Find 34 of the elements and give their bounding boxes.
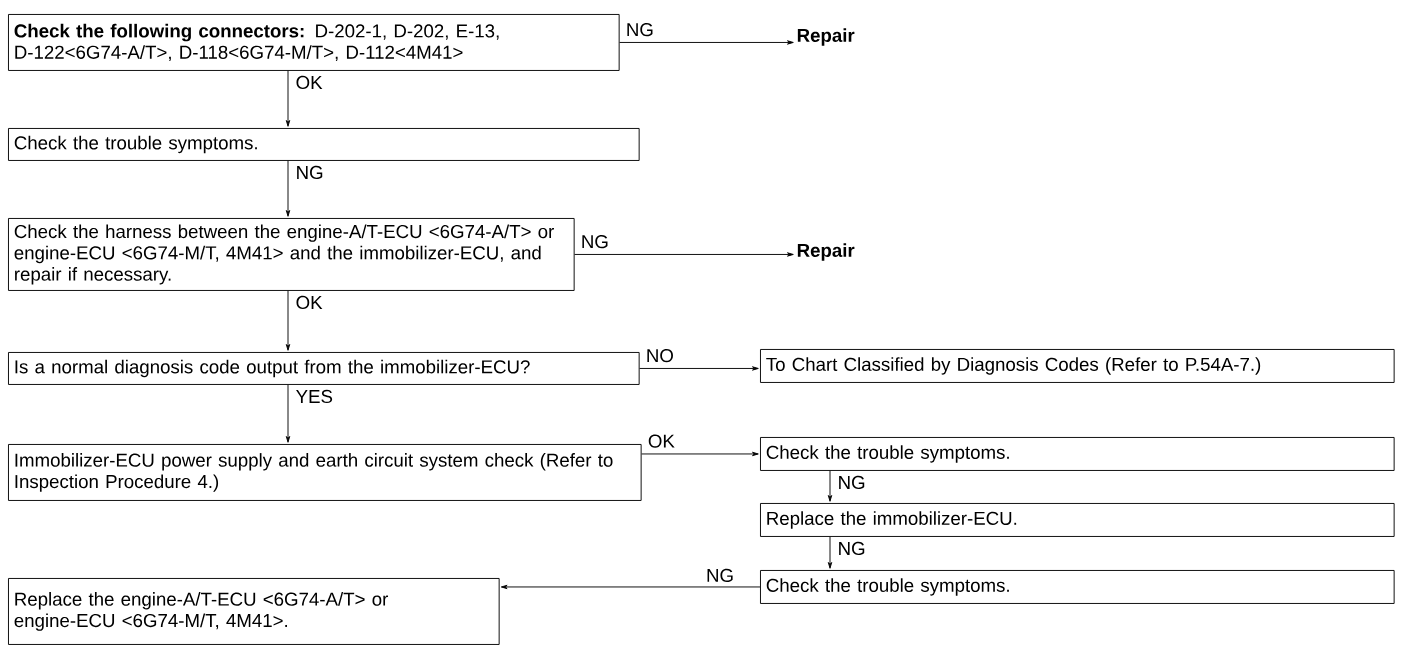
step-box: Check the trouble symptoms. [8,128,640,161]
arrow [285,290,291,351]
edge-label: NG [293,163,326,182]
arrow [285,160,291,217]
result-text: Repair [797,28,855,46]
edge-label: OK [293,73,325,92]
arrow [285,70,291,127]
edge-label: NG [835,539,868,558]
step-box: Check the harness between the engine-A/T-ECU <6G74-A/T> or engine-ECU <6G74-M/T, 4M41> and the immobilizer-ECU, and repair if necessary. [8,218,575,291]
edge-label: NG [835,473,868,492]
arrow [827,536,833,569]
step-box: Check the trouble symptoms. [760,437,1395,471]
arrow [639,366,759,371]
arrow [641,451,759,457]
step-box: Replace the engine-A/T-ECU <6G74-A/T> or engine-ECU <6G74-M/T, 4M41>. [8,578,500,645]
step-box: Immobilizer-ECU power supply and earth circuit system check (Refer to Inspection Procedure 4.) [8,444,642,501]
edge-label: OK [293,293,325,312]
edge-label: NG [704,566,736,585]
step-box: Check the trouble symptoms. [760,570,1395,604]
edge-label: NG [578,233,611,251]
arrow [574,252,794,257]
edge-label: NO [643,347,676,365]
result-text: Repair [797,243,855,261]
step-box: Is a normal diagnosis code output from the immobilizer-ECU? [8,352,640,385]
step-box: Check the following connectors: D-202-1, D-202, E-13, D-122<6G74-A/T>, D-118<6G74-M/T>, D-112<4M41> [8,14,620,71]
arrow [285,384,291,443]
edge-label: NG [623,21,656,39]
arrow [827,470,833,502]
arrow [619,40,794,45]
step-box: To Chart Classified by Diagnosis Codes (Refer to P.54A-7.) [760,349,1395,383]
edge-label: YES [293,387,335,406]
arrow [500,584,761,590]
step-box: Replace the immobilizer-ECU. [760,503,1395,537]
edge-label: OK [645,432,677,450]
